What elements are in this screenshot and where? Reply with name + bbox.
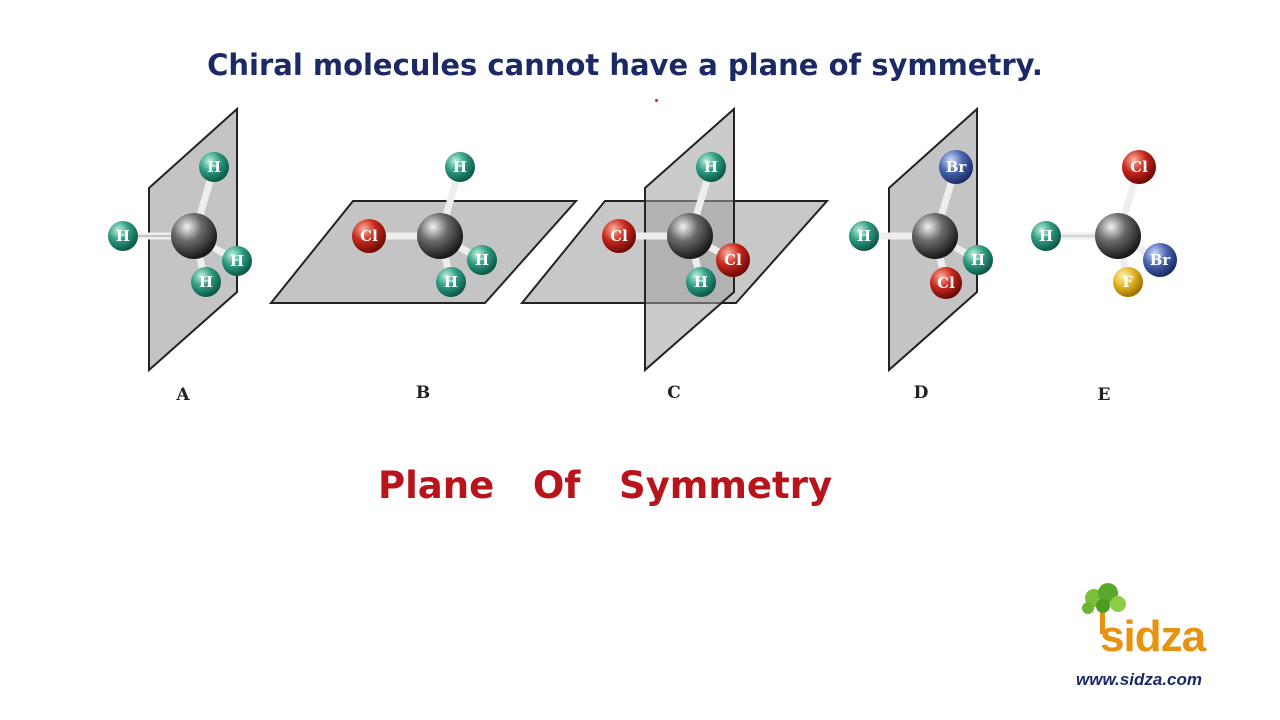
atom-label: H [971,251,985,269]
molecule-c: H Cl Cl H C [519,106,830,403]
atom-label: H [857,227,871,245]
chlorine-atom [1122,150,1156,184]
atom-label: H [475,251,489,269]
hydrogen-atom [108,221,138,251]
molecule-b: H Cl H H B [268,152,579,403]
hydrogen-atom [1031,221,1061,251]
hydrogen-atom [849,221,879,251]
hydrogen-atom [686,267,716,297]
atom-label: Cl [1130,158,1148,176]
carbon-atom [1095,213,1141,259]
plane-of-symmetry-heading: Plane Of Symmetry [378,464,833,507]
molecule-label: B [416,383,430,403]
hydrogen-atom [467,245,497,275]
chlorine-atom [352,219,386,253]
carbon-atom [171,213,217,259]
hydrogen-atom [963,245,993,275]
page-title: Chiral molecules cannot have a plane of … [207,48,1043,82]
atom-label: Br [946,158,968,176]
hydrogen-atom [445,152,475,182]
molecule-label: D [914,383,929,403]
carbon-atom [417,213,463,259]
atom-label: H [207,158,221,176]
sidza-logo[interactable]: sidza www.sidza.com [1074,582,1234,692]
atom-label: H [453,158,467,176]
atom-label: Cl [360,227,378,245]
atom-label: H [444,273,458,291]
molecule-a: H H H H A [108,106,252,405]
atom-label: H [230,252,244,270]
atom-label: H [1039,227,1053,245]
hydrogen-atom [222,246,252,276]
chlorine-atom [602,219,636,253]
fluorine-atom [1113,267,1143,297]
carbon-atom [667,213,713,259]
atom-label: H [704,158,718,176]
atom-label: Cl [610,227,628,245]
atom-label: H [694,273,708,291]
molecule-label: A [175,385,190,405]
molecule-label: E [1098,385,1111,405]
hydrogen-atom [191,267,221,297]
chlorine-atom [930,267,962,299]
atom-label: F [1123,273,1134,291]
hydrogen-atom [696,152,726,182]
pointer-dot [655,99,658,102]
chlorine-atom [716,243,750,277]
molecule-label: C [667,383,681,403]
tree-icon [1082,583,1126,634]
atom-label: Cl [937,274,955,292]
molecule-e: Cl H Br F E [1031,150,1177,405]
bromine-atom [939,150,973,184]
atom-label: H [199,273,213,291]
atom-label: H [116,227,130,245]
atom-label: Cl [724,251,742,269]
carbon-atom [912,213,958,259]
bromine-atom [1143,243,1177,277]
logo-url[interactable]: www.sidza.com [1076,670,1202,689]
hydrogen-atom [436,267,466,297]
logo-wordmark: sidza [1100,612,1206,661]
molecule-d: Br H H Cl D [849,106,993,403]
hydrogen-atom [199,152,229,182]
atom-label: Br [1150,251,1172,269]
